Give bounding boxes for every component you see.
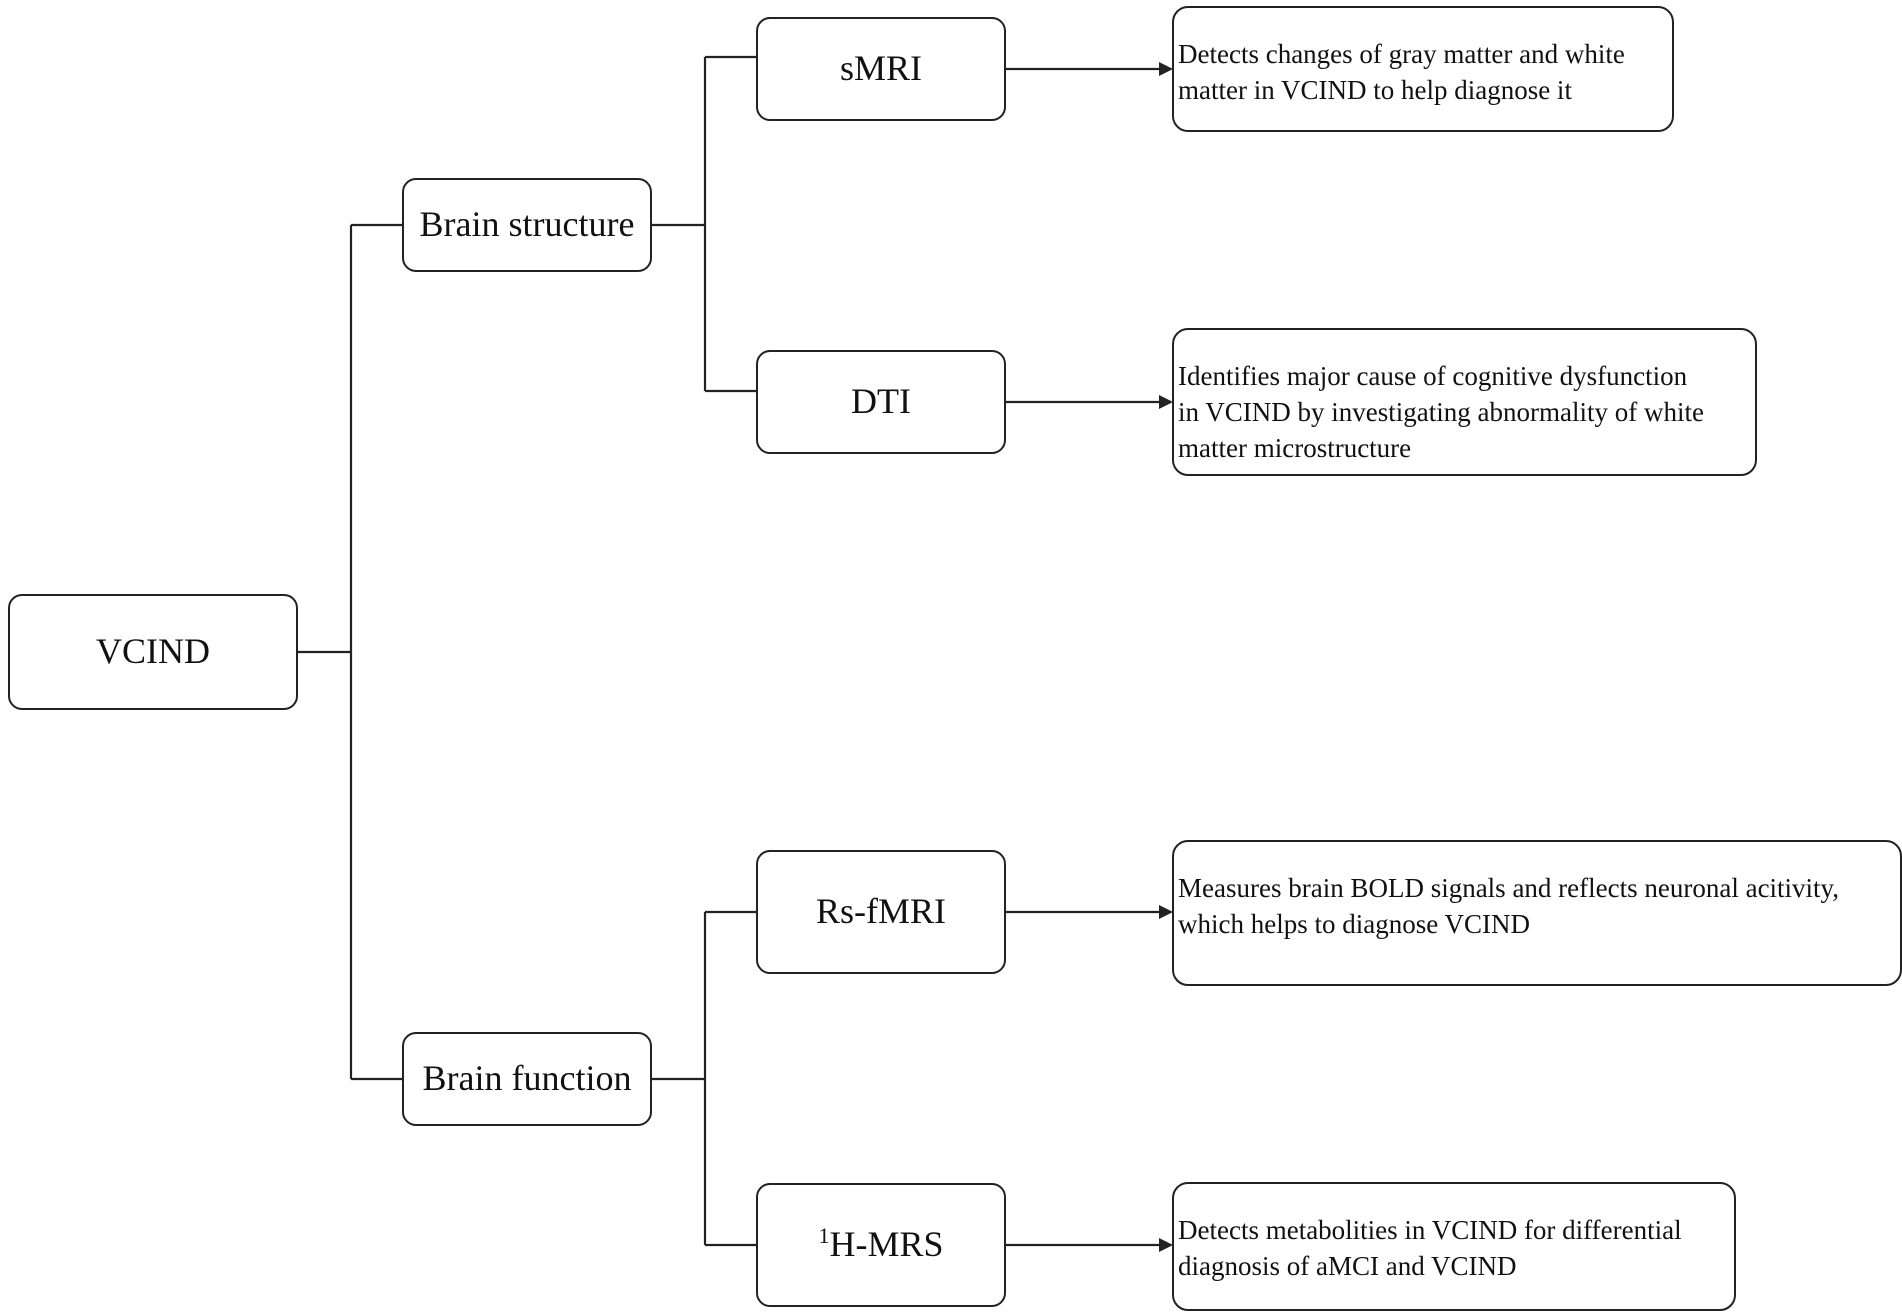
node-vcind-label: VCIND bbox=[96, 631, 210, 672]
node-smri: sMRI bbox=[756, 17, 1006, 121]
node-dti: DTI bbox=[756, 350, 1006, 454]
desc-rsfmri-line-1: Measures brain BOLD signals and reflects… bbox=[1178, 873, 1840, 903]
desc-dti-line-3: matter microstructure bbox=[1178, 433, 1412, 463]
node-smri-label: sMRI bbox=[839, 48, 923, 89]
node-hmrs: 1H-MRS bbox=[756, 1183, 1006, 1307]
node-brain-structure: Brain structure bbox=[402, 178, 652, 272]
node-hmrs-superscript: 1 bbox=[818, 1223, 830, 1249]
node-hmrs-text: H-MRS bbox=[829, 1224, 944, 1265]
node-brain-structure-label: Brain structure bbox=[419, 204, 635, 245]
root-branch-line bbox=[298, 223, 402, 1081]
structure-branch-line bbox=[652, 55, 756, 393]
node-dti-label: DTI bbox=[851, 381, 911, 422]
desc-hmrs-line-2: diagnosis of aMCI and VCIND bbox=[1178, 1251, 1517, 1281]
desc-hmrs-line-1: Detects metabolities in VCIND for differ… bbox=[1178, 1215, 1682, 1245]
node-rsfmri: Rs-fMRI bbox=[756, 850, 1006, 974]
node-hmrs-label: 1H-MRS bbox=[818, 1223, 944, 1265]
desc-dti-line-1: Identifies major cause of cognitive dysf… bbox=[1178, 361, 1688, 391]
node-rsfmri-label: Rs-fMRI bbox=[815, 891, 946, 932]
node-vcind: VCIND bbox=[8, 594, 298, 710]
desc-smri: Detects changes of gray matter and white… bbox=[1172, 6, 1674, 132]
desc-hmrs: Detects metabolities in VCIND for differ… bbox=[1172, 1182, 1736, 1311]
desc-rsfmri: Measures brain BOLD signals and reflects… bbox=[1172, 840, 1902, 986]
function-branch-line bbox=[652, 910, 756, 1247]
desc-rsfmri-line-2: which helps to diagnose VCIND bbox=[1178, 909, 1530, 939]
node-brain-function: Brain function bbox=[402, 1032, 652, 1126]
desc-smri-line-2: matter in VCIND to help diagnose it bbox=[1178, 75, 1572, 105]
node-brain-function-label: Brain function bbox=[422, 1058, 632, 1099]
desc-smri-line-1: Detects changes of gray matter and white bbox=[1178, 39, 1625, 69]
desc-dti: Identifies major cause of cognitive dysf… bbox=[1172, 328, 1757, 476]
desc-dti-line-2: in VCIND by investigating abnormality of… bbox=[1178, 397, 1704, 427]
